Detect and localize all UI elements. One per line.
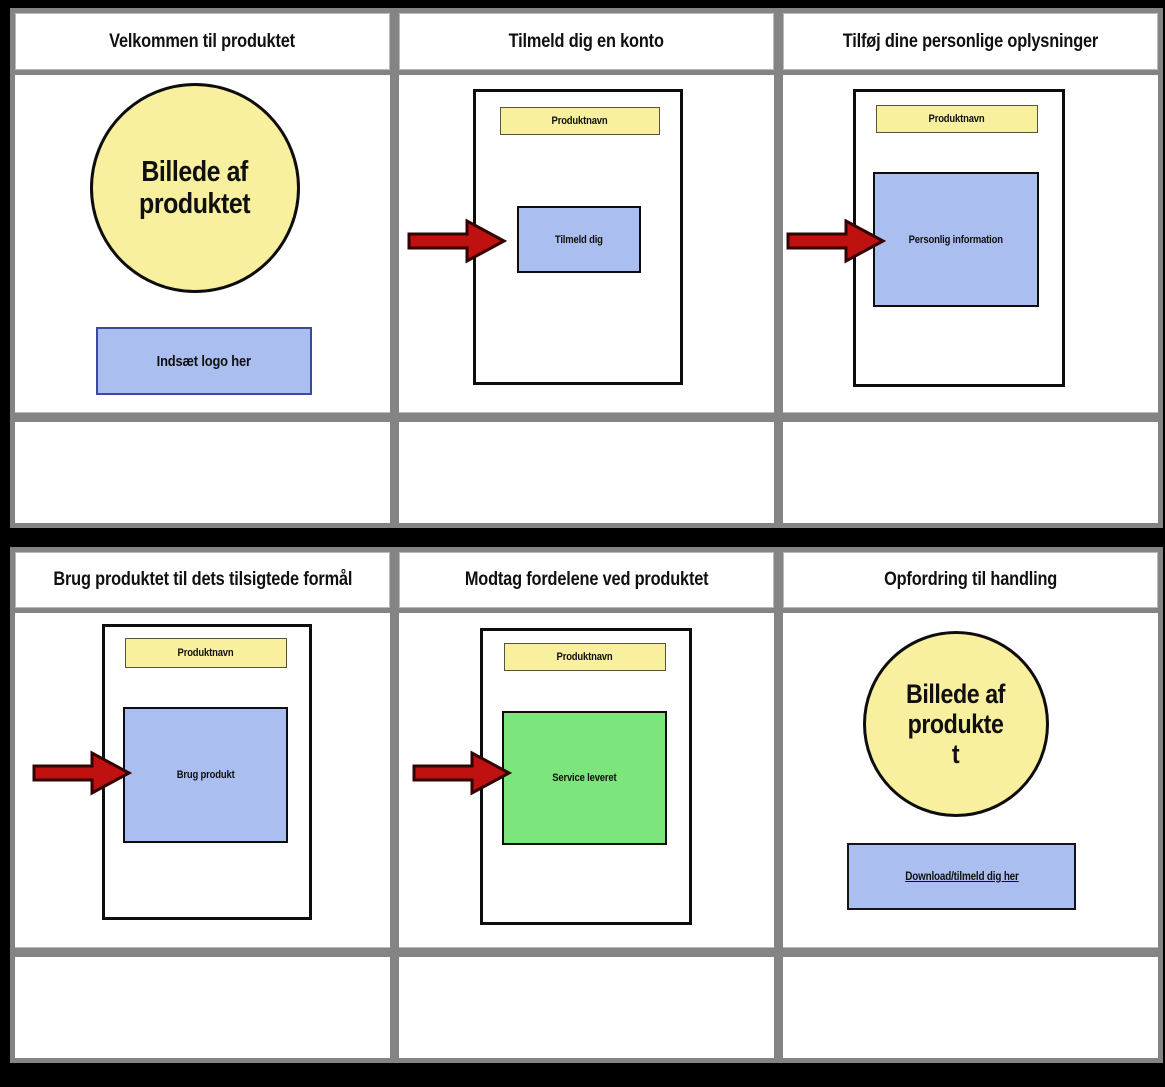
panel-description-1[interactable] [15,422,390,523]
product-name-text: Produktnavn [552,115,608,127]
panel-cell-5[interactable]: Produktnavn Service leveret [394,608,779,1063]
product-name-box[interactable]: Produktnavn [876,105,1038,133]
panel-title-2-text: Tilmeld dig en konto [508,30,665,52]
panel-title-4[interactable]: Brug produktet til dets tilsigtede formå… [10,547,395,613]
screen-frame[interactable]: Produktnavn Personlig information [853,89,1065,387]
product-name-text: Produktnavn [929,113,985,125]
product-image-circle[interactable]: Billede af produkte t [863,631,1049,817]
panel-title-6-text: Opfordring til handling [883,569,1058,590]
cell-divider [399,412,774,422]
screen-frame[interactable]: Produktnavn Service leveret [480,628,692,925]
signup-box[interactable]: Tilmeld dig [517,206,641,273]
product-name-box[interactable]: Produktnavn [504,643,666,671]
panel-canvas-4[interactable]: Produktnavn Brug produkt [15,613,390,947]
panel-cell-2[interactable]: Produktnavn Tilmeld dig [394,70,779,528]
panel-cell-1[interactable]: Billede af produktet Indsæt logo her [10,70,395,528]
use-product-text: Brug produkt [176,769,235,781]
product-name-box[interactable]: Produktnavn [500,107,660,135]
panel-cell-3[interactable]: Produktnavn Personlig information [778,70,1163,528]
screen-frame[interactable]: Produktnavn Brug produkt [102,624,312,920]
panel-canvas-3[interactable]: Produktnavn Personlig information [783,75,1158,412]
panel-title-6[interactable]: Opfordring til handling [778,547,1163,613]
panel-title-1-text: Velkommen til produktet [109,30,296,52]
cell-divider [15,412,390,422]
service-delivered-text: Service leveret [552,772,617,784]
service-delivered-box[interactable]: Service leveret [502,711,667,845]
personal-info-box[interactable]: Personlig information [873,172,1039,307]
panel-title-5-text: Modtag fordelene ved produktet [464,569,709,590]
panel-canvas-6[interactable]: Billede af produkte t Download/tilmeld d… [783,613,1158,947]
panel-canvas-2[interactable]: Produktnavn Tilmeld dig [399,75,774,412]
cell-divider [15,947,390,957]
product-name-box[interactable]: Produktnavn [125,638,287,668]
red-arrow-icon[interactable] [786,218,886,264]
cell-divider [783,947,1158,957]
panel-cell-6[interactable]: Billede af produkte t Download/tilmeld d… [778,608,1163,1063]
panel-title-1[interactable]: Velkommen til produktet [10,8,395,75]
screen-frame[interactable]: Produktnavn Tilmeld dig [473,89,683,385]
panel-title-5[interactable]: Modtag fordelene ved produktet [394,547,779,613]
panel-description-3[interactable] [783,422,1158,523]
red-arrow-icon[interactable] [407,218,507,264]
product-name-text: Produktnavn [557,651,613,663]
download-signup-box[interactable]: Download/tilmeld dig her [847,843,1076,910]
red-arrow-icon[interactable] [412,750,512,796]
panel-title-3-text: Tilføj dine personlige oplysninger [842,30,1099,52]
panel-title-3[interactable]: Tilføj dine personlige oplysninger [778,8,1163,75]
product-name-text: Produktnavn [178,647,234,659]
panel-description-2[interactable] [399,422,774,523]
panel-canvas-5[interactable]: Produktnavn Service leveret [399,613,774,947]
panel-description-5[interactable] [399,957,774,1058]
red-arrow-icon[interactable] [32,750,132,796]
signup-box-text: Tilmeld dig [555,233,603,246]
panel-canvas-1[interactable]: Billede af produktet Indsæt logo her [15,75,390,412]
panel-title-2[interactable]: Tilmeld dig en konto [394,8,779,75]
personal-info-text: Personlig information [908,233,1004,246]
use-product-box[interactable]: Brug produkt [123,707,288,843]
logo-placeholder-text: Indsæt logo her [156,352,252,370]
cell-divider [399,947,774,957]
product-image-circle-text: Billede af produkte t [906,678,1006,770]
download-signup-link[interactable]: Download/tilmeld dig her [904,870,1019,883]
cell-divider [783,412,1158,422]
product-image-circle-text: Billede af produktet [139,155,251,220]
panel-title-4-text: Brug produktet til dets tilsigtede formå… [53,569,352,590]
logo-placeholder-box[interactable]: Indsæt logo her [96,327,312,395]
panel-description-4[interactable] [15,957,390,1058]
product-image-circle[interactable]: Billede af produktet [90,83,300,293]
panel-description-6[interactable] [783,957,1158,1058]
panel-cell-4[interactable]: Produktnavn Brug produkt [10,608,395,1063]
